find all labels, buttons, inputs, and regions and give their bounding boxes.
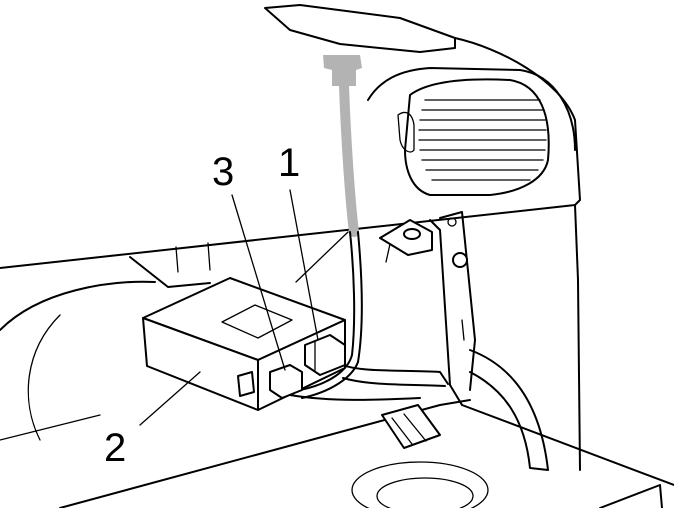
shelf-detail-2	[207, 242, 211, 271]
floor-line-left	[0, 414, 101, 441]
callout-2-leader	[139, 371, 201, 426]
floor-recess	[351, 461, 489, 508]
floor-front-edge	[59, 399, 471, 508]
floor-rear-edge	[461, 404, 674, 486]
trim-slot	[461, 319, 465, 341]
cable-floor-clip	[381, 404, 441, 449]
callout-3-leader	[231, 194, 286, 371]
bracket-hole	[403, 228, 421, 240]
air-vent-slats	[418, 99, 547, 181]
air-vent-tab	[397, 111, 415, 153]
antenna-cable-grey	[339, 81, 359, 237]
parcel-shelf-edge	[0, 204, 576, 269]
module-cable-outer	[299, 231, 356, 391]
wiring-harness	[342, 364, 449, 385]
wiring-harness-lower	[342, 377, 446, 387]
spare-wheel-well-inner	[27, 314, 61, 441]
callout-1-leader	[289, 189, 319, 341]
parcel-shelf-underside	[129, 256, 211, 288]
side-trim-pillar	[429, 219, 463, 406]
trim-fastener	[452, 252, 468, 268]
floor-recess-inner	[376, 477, 474, 508]
callout-1-leader-b	[295, 231, 349, 283]
callout-label-2: 2	[104, 426, 127, 470]
wheel-arch-trim	[469, 349, 549, 471]
side-trim-pillar-back	[439, 211, 476, 391]
air-vent-housing	[404, 78, 550, 196]
floor-right-corner	[599, 484, 663, 508]
shelf-detail-1	[175, 246, 179, 273]
bracket-leg	[385, 243, 391, 263]
quarter-panel-inner	[367, 67, 576, 151]
spare-wheel-well-outer	[0, 280, 156, 331]
module-connector	[269, 364, 303, 399]
module-connector-small	[237, 371, 255, 397]
ceiling-light-housing	[264, 4, 456, 53]
side-panel-right	[574, 204, 581, 471]
callout-label-1: 1	[278, 141, 301, 185]
control-module-label	[221, 304, 293, 339]
antenna-plug-grey	[323, 55, 362, 86]
module-cable-inner	[301, 231, 363, 399]
trim-hole-top	[447, 217, 457, 227]
callout-label-3: 3	[212, 150, 235, 194]
